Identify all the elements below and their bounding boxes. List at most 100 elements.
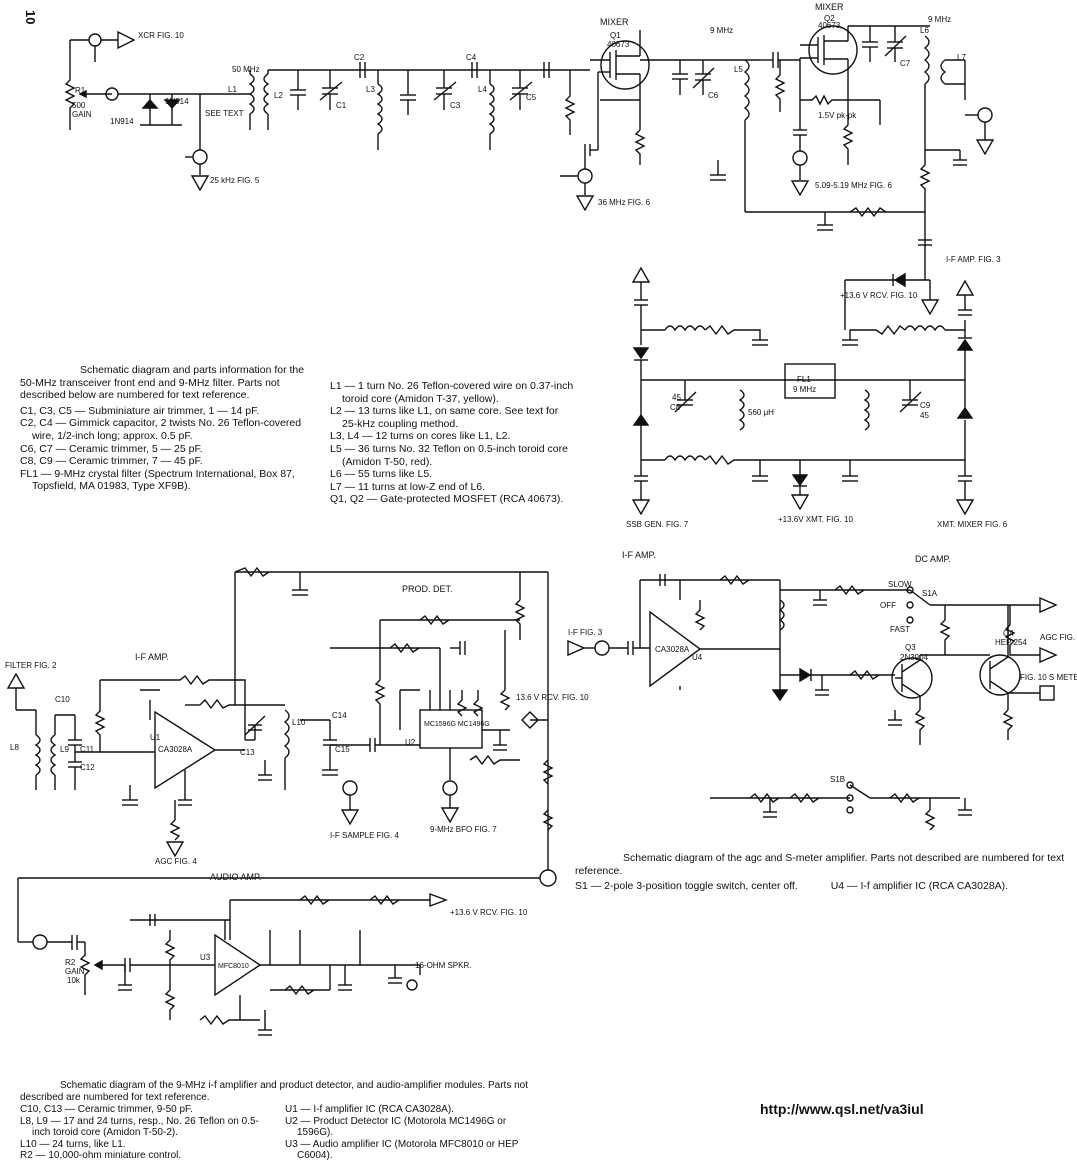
l10-coil bbox=[283, 709, 290, 759]
if-module-part: L10 — 24 turns, like L1. bbox=[20, 1138, 126, 1150]
inductor-560uh-left bbox=[738, 389, 745, 431]
if-sample-label: I-F SAMPLE FIG. 4 bbox=[330, 831, 399, 840]
mhz50-label: 50 MHz bbox=[232, 65, 260, 74]
pkpk-label: 1.5V pk-pk bbox=[818, 111, 857, 120]
c8-value: 45 bbox=[672, 393, 681, 402]
if-sample-icon bbox=[340, 809, 360, 826]
rfc-22uh-icon bbox=[778, 599, 785, 631]
agc-schematic bbox=[567, 574, 1058, 831]
front-end-part: C8, C9 — Ceramic trimmer, 7 — 45 pF. bbox=[20, 455, 203, 468]
l1-coil bbox=[248, 73, 255, 115]
speaker-terminal-icon bbox=[406, 979, 418, 991]
see-text-label: SEE TEXT bbox=[205, 109, 244, 118]
if-module-part: U1 — I-f amplifier IC (RCA CA3028A). bbox=[285, 1104, 454, 1115]
c12-label: C12 bbox=[80, 763, 95, 772]
q2-label: Q2 bbox=[824, 14, 835, 23]
r1-gain-pot bbox=[64, 79, 76, 130]
if-module-parts-left: C10, C13 — Ceramic trimmer, 9-50 pF. L8,… bbox=[20, 1104, 275, 1162]
q3-transistor-symbol bbox=[891, 657, 933, 699]
l2-label: L2 bbox=[274, 91, 283, 100]
dc-amp-label: DC AMP. bbox=[915, 554, 951, 564]
audio-out-jack-icon bbox=[539, 869, 557, 887]
front-end-caption-left: Schematic diagram and parts information … bbox=[20, 364, 320, 493]
if-module-part: L8, L9 — 17 and 24 turns, resp., No. 26 … bbox=[20, 1115, 259, 1139]
rcv10-label: 13.6 V RCV. FIG. 10 bbox=[516, 693, 589, 702]
off-label: OFF bbox=[880, 601, 896, 610]
u4-ca3028a-symbol bbox=[649, 610, 702, 688]
q2-mosfet-symbol bbox=[808, 25, 858, 75]
slow-label: SLOW bbox=[888, 580, 912, 589]
u2-type-label: MC1596G MC1496G bbox=[424, 721, 490, 728]
mhz9b-label: 9 MHz bbox=[928, 15, 951, 24]
front-end-part: L1 — 1 turn No. 26 Teflon-covered wire o… bbox=[330, 380, 574, 405]
c10-label: C10 bbox=[55, 695, 70, 704]
xcr-jack-icon bbox=[88, 33, 102, 47]
rcv-power-arrow-icon bbox=[429, 892, 448, 908]
c11-label: C11 bbox=[80, 745, 95, 754]
inductor-560uh-right bbox=[863, 389, 870, 431]
rcv-power-icon bbox=[920, 299, 940, 316]
u2-label: U2 bbox=[405, 738, 416, 747]
front-end-part: L5 — 36 turns No. 32 Teflon on 0.5-inch … bbox=[330, 442, 568, 468]
source-url: http://www.qsl.net/va3iul bbox=[760, 1101, 924, 1117]
q4-transistor-symbol bbox=[979, 654, 1021, 696]
diode1-label: 1N914 bbox=[110, 117, 134, 126]
c2-label: C2 bbox=[354, 53, 365, 62]
agc-fig4-label: AGC FIG. 4 bbox=[155, 857, 197, 866]
u3-type-label: MFC8010 bbox=[218, 963, 249, 970]
prod-det-label: PROD. DET. bbox=[402, 584, 453, 594]
fl1-crystal-filter bbox=[784, 363, 836, 399]
q2-type-label: 40673 bbox=[818, 21, 841, 30]
lo-5mhz-icon bbox=[790, 180, 810, 197]
fl1-label: FL1 bbox=[797, 375, 811, 384]
output-jack-icon bbox=[977, 107, 993, 123]
if-fig3-label: I-F FIG. 3 bbox=[568, 628, 603, 637]
l3-label: L3 bbox=[366, 85, 375, 94]
agc-input-icon bbox=[165, 841, 185, 858]
r1-label: R1 bbox=[75, 86, 86, 95]
u4-type-label: CA3028A bbox=[655, 645, 690, 654]
if-module-part: C10, C13 — Ceramic trimmer, 9-50 pF. bbox=[20, 1104, 193, 1115]
q1-type-label: 40673 bbox=[607, 40, 630, 49]
if-module-parts-right: U1 — I-f amplifier IC (RCA CA3028A). U2 … bbox=[285, 1104, 535, 1162]
schematic-labels: MIXER Q1 40673 MIXER Q2 40673 50 MHz 9 M… bbox=[5, 2, 1077, 985]
c1-label: C1 bbox=[336, 101, 347, 110]
c5-label: C5 bbox=[526, 93, 537, 102]
agc-caption: Schematic diagram of the agc and S-meter… bbox=[575, 852, 1070, 893]
c6-label: C6 bbox=[708, 91, 719, 100]
filter-fig2-label: FILTER FIG. 2 bbox=[5, 661, 57, 670]
l7-coil bbox=[940, 59, 947, 85]
l2-coil bbox=[263, 73, 270, 115]
front-end-part: L7 — 11 turns at low-Z end of L6. bbox=[330, 480, 486, 493]
front-end-part: C2, C4 — Gimmick capacitor, 2 twists No.… bbox=[20, 417, 302, 442]
lo-36mhz-icon bbox=[575, 195, 595, 212]
if-sample-jack-icon bbox=[342, 780, 358, 796]
c15-label: C15 bbox=[335, 745, 350, 754]
front-end-part: L3, L4 — 12 turns on cores like L1, L2. bbox=[330, 430, 511, 443]
if-module-part: U3 — Audio amplifier IC (Motorola MFC801… bbox=[285, 1138, 519, 1162]
audio-amp-schematic bbox=[17, 877, 540, 1036]
l6-label: L6 bbox=[920, 26, 929, 35]
gain-label: GAIN bbox=[72, 110, 92, 119]
l6-coil bbox=[923, 35, 930, 85]
r2-gain-label: GAIN bbox=[65, 967, 85, 976]
c9-label: C9 bbox=[920, 401, 931, 410]
l9-coil bbox=[50, 734, 57, 776]
ind560-label: 560 μH bbox=[748, 408, 774, 417]
mhz9-label: 9 MHz bbox=[710, 26, 733, 35]
input-25khz-icon bbox=[190, 175, 210, 192]
if-input-arrow-icon bbox=[567, 639, 586, 657]
front-end-caption-right: L1 — 1 turn No. 26 Teflon-covered wire o… bbox=[330, 380, 575, 506]
s1b-label: S1B bbox=[830, 775, 845, 784]
if-input-jack-icon bbox=[594, 640, 610, 656]
if-amp-out-icon bbox=[955, 279, 975, 296]
u1-label: U1 bbox=[150, 733, 161, 742]
l4-coil bbox=[488, 83, 495, 135]
rcv-pwr-label: +13.6 V RCV. FIG. 10 bbox=[840, 291, 918, 300]
xmt-mixer-label: XMT. MIXER FIG. 6 bbox=[937, 520, 1008, 529]
l3-coil bbox=[376, 83, 383, 135]
bfo-label: 9-MHz BFO FIG. 7 bbox=[430, 825, 497, 834]
u1-type-label: CA3028A bbox=[158, 745, 193, 754]
front-end-part: C6, C7 — Ceramic trimmer, 5 — 25 pF. bbox=[20, 442, 203, 455]
